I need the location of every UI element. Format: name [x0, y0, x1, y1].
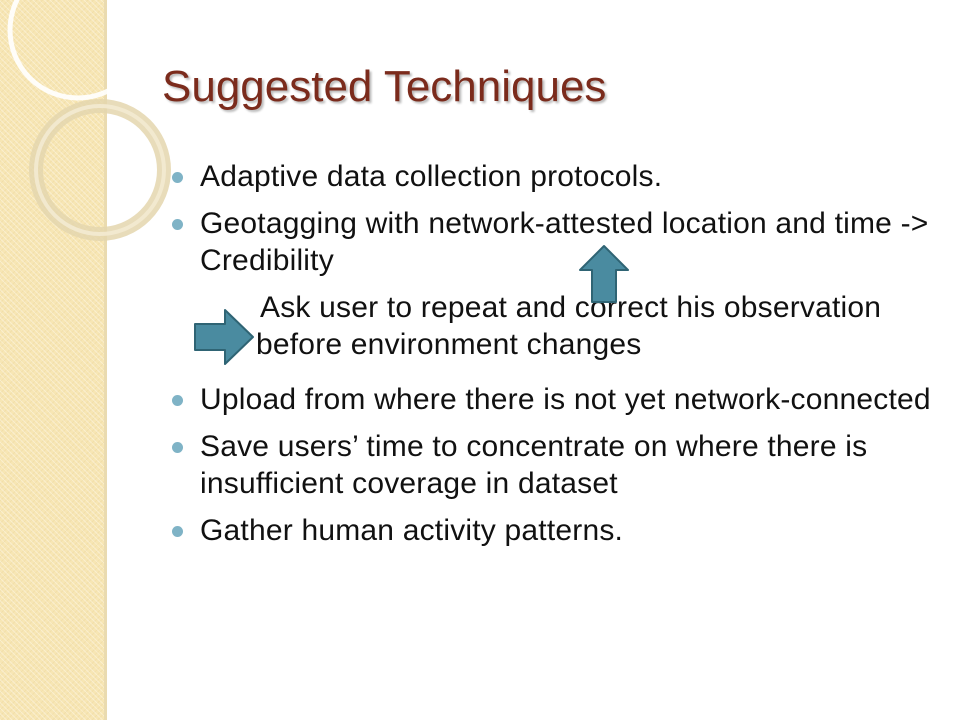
- bullet-dot-icon: [172, 442, 183, 453]
- bullet-dot-icon: [172, 526, 183, 537]
- bullet-list: Adaptive data collection protocols. Geot…: [172, 158, 932, 559]
- slide-title: Suggested Techniques: [162, 62, 607, 111]
- bullet-text: Geotagging with network-attested locatio…: [200, 207, 929, 277]
- sidebar-divider: [104, 0, 107, 720]
- bullet-item: Geotagging with network-attested locatio…: [172, 205, 932, 279]
- bullet-text: Adaptive data collection protocols.: [200, 160, 663, 193]
- sub-point-text: Ask user to repeat and correct his obser…: [256, 291, 882, 361]
- sub-point: Ask user to repeat and correct his obser…: [256, 289, 932, 363]
- bullet-dot-icon: [172, 395, 183, 406]
- bullet-dot-icon: [172, 219, 183, 230]
- bullet-item: Save users’ time to concentrate on where…: [172, 428, 932, 502]
- arrow-right-icon: [194, 309, 254, 365]
- arrow-up-icon: [579, 245, 629, 303]
- bullet-text: Gather human activity patterns.: [200, 514, 624, 547]
- bullet-text: Upload from where there is not yet netwo…: [200, 383, 931, 416]
- bullet-text: Save users’ time to concentrate on where…: [200, 430, 868, 500]
- bullet-item: Upload from where there is not yet netwo…: [172, 381, 932, 418]
- sidebar-texture: [0, 0, 104, 720]
- bullet-item: Gather human activity patterns.: [172, 512, 932, 549]
- bullet-dot-icon: [172, 172, 183, 183]
- bullet-item: Adaptive data collection protocols.: [172, 158, 932, 195]
